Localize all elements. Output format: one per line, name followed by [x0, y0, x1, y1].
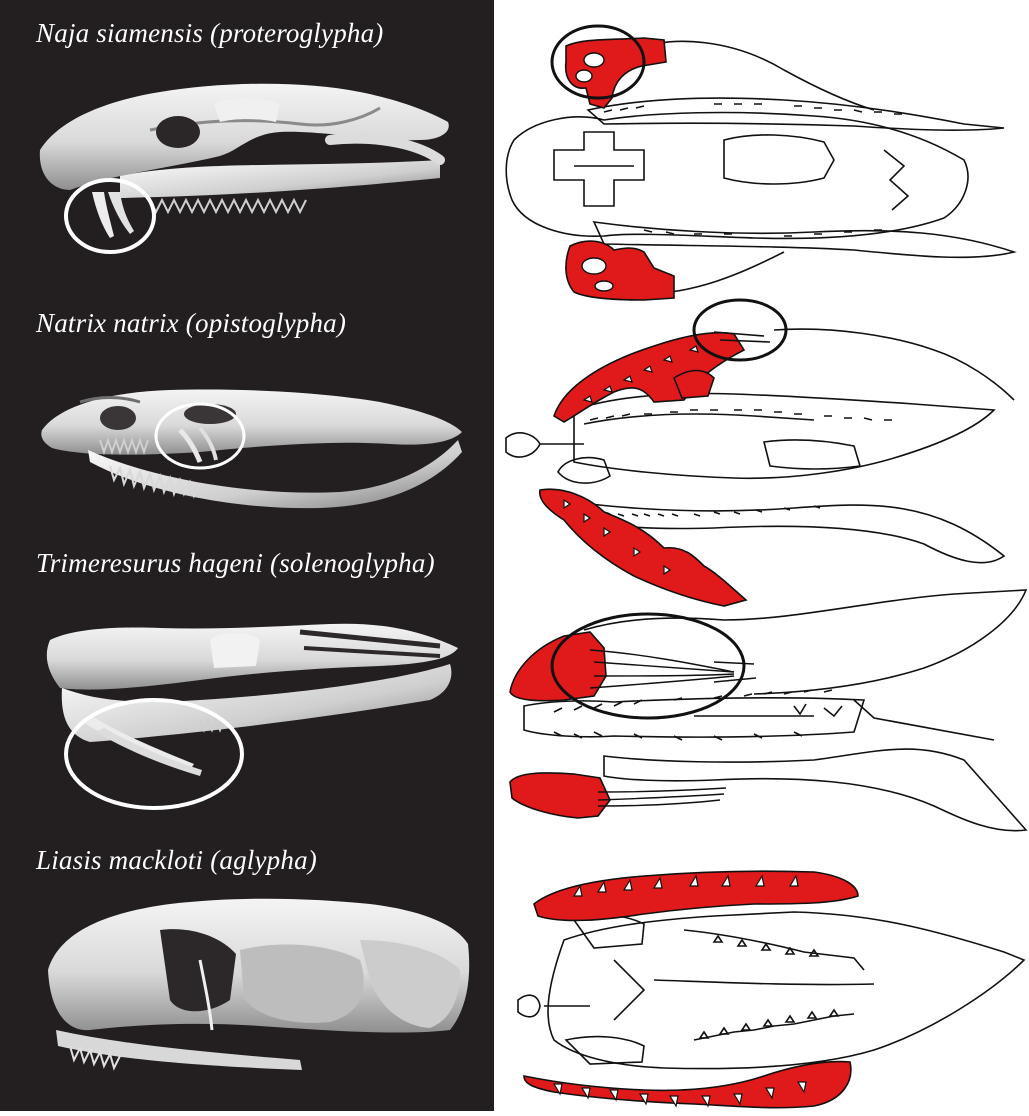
- red-maxilla-natrix: [540, 333, 746, 606]
- drawing-panel-graphics: [494, 0, 1029, 1111]
- species-label-liasis-mackloti: Liasis mackloti (aglypha): [36, 845, 317, 876]
- drawing-panel: [494, 0, 1029, 1111]
- species-label-natrix-natrix: Natrix natrix (opistoglypha): [36, 308, 346, 339]
- species-label-naja-siamensis: Naja siamensis (proteroglypha): [36, 18, 383, 49]
- photo-panel: Naja siamensis (proteroglypha) Natrix na…: [0, 0, 494, 1111]
- red-maxilla-liasis: [524, 871, 858, 1107]
- ventral-drawing-liasis-mackloti: [518, 912, 1024, 1069]
- red-maxilla-trimeresurus: [510, 632, 610, 818]
- species-label-trimeresurus-hageni: Trimeresurus hageni (solenoglypha): [36, 548, 435, 579]
